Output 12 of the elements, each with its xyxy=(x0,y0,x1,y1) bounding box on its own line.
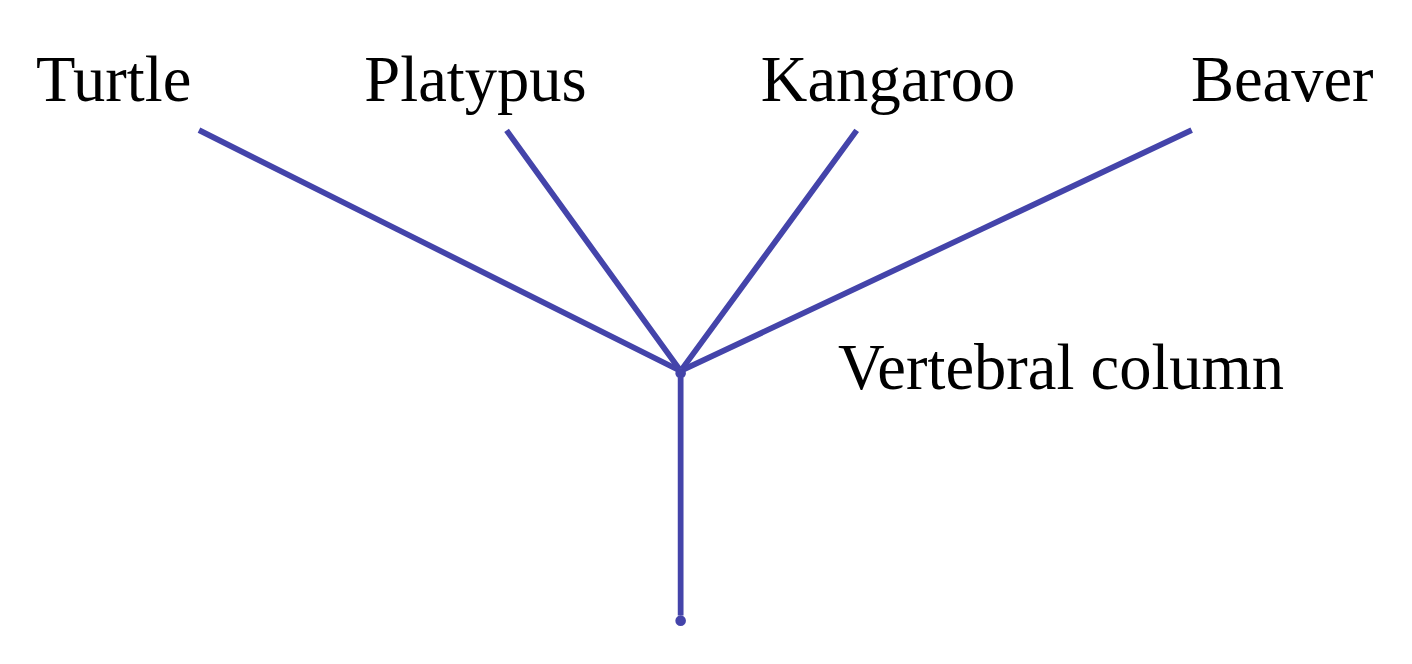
connector xyxy=(682,127,1193,372)
node-point xyxy=(675,614,686,626)
connector xyxy=(197,127,680,372)
node-text: Turtle xyxy=(35,42,192,115)
node-text: Platypus xyxy=(364,42,587,115)
node-text: Kangaroo xyxy=(760,42,1016,115)
connector xyxy=(677,377,684,616)
node-point xyxy=(675,367,686,379)
connector xyxy=(679,128,859,371)
connector xyxy=(504,128,682,371)
node-text: Beaver xyxy=(1190,42,1374,115)
label: Vertebral column xyxy=(837,330,1285,403)
